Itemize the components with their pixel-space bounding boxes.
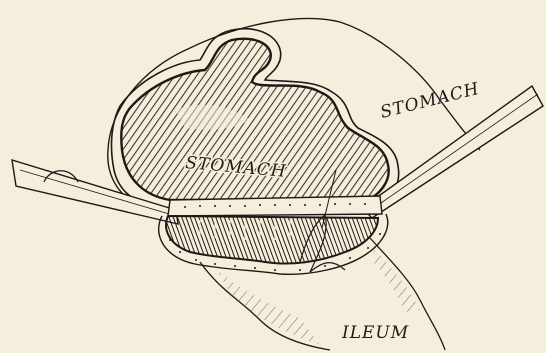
label-ileum: ILEUM bbox=[341, 323, 409, 343]
